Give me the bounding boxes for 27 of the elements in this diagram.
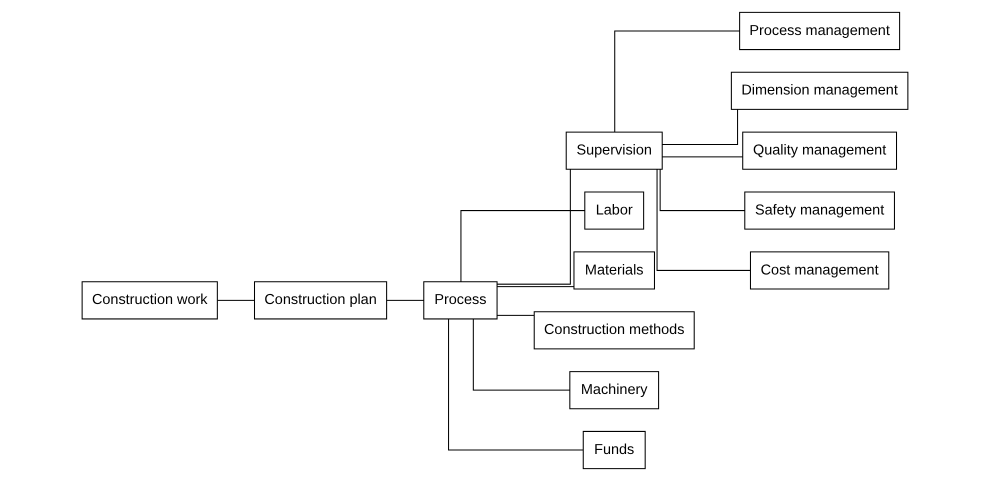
node-box: Construction plan — [254, 281, 388, 320]
connector — [218, 300, 254, 301]
connector — [497, 314, 534, 316]
node-box: Quality management — [742, 132, 898, 170]
connector — [662, 110, 738, 146]
node-box: Machinery — [569, 371, 660, 410]
node-box: Materials — [573, 251, 655, 290]
node-box: Construction work — [82, 281, 218, 320]
node-box: Labor — [584, 191, 644, 230]
connector — [386, 300, 424, 301]
connector — [472, 318, 570, 391]
connector — [448, 319, 584, 451]
connector — [497, 286, 574, 288]
node-box: Supervision — [566, 132, 663, 170]
connector — [656, 169, 750, 271]
node-box: Funds — [582, 430, 646, 470]
connector — [614, 30, 740, 132]
node-box: Process management — [739, 12, 900, 50]
node-box: Process — [423, 281, 498, 320]
connector — [497, 170, 571, 285]
connector — [660, 169, 745, 212]
node-box: Construction methods — [534, 311, 695, 350]
node-box: Cost management — [750, 251, 890, 290]
connector — [460, 210, 585, 282]
connector — [662, 156, 742, 158]
node-box: Safety management — [744, 191, 895, 230]
node-box: Dimension management — [730, 72, 908, 110]
